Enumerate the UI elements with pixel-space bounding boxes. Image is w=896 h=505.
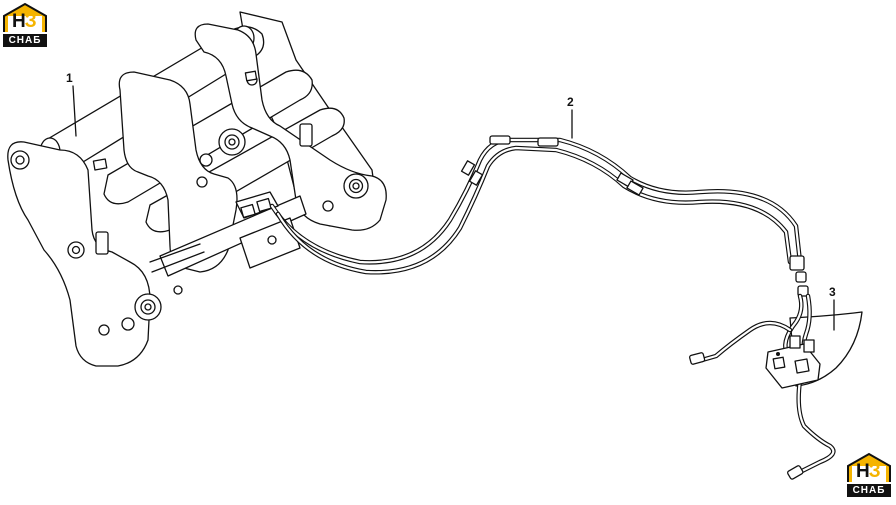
brand-logo-top-left: НЗ СНАБ	[2, 2, 48, 48]
callout-3: 3	[829, 285, 836, 331]
hydraulic-hose-set	[269, 135, 809, 297]
callout-label-1: 1	[66, 71, 73, 85]
quick-coupler-assembly	[7, 11, 387, 367]
callout-1: 1	[66, 71, 77, 137]
callout-label-2: 2	[567, 95, 574, 109]
logo-band-text: СНАБ	[847, 484, 891, 497]
house-roof-icon	[847, 452, 891, 482]
house-roof-icon	[3, 2, 47, 32]
logo-mark: НЗ	[12, 11, 37, 32]
brand-logo-bottom-right: НЗ СНАБ	[846, 452, 892, 498]
callout-label-3: 3	[829, 285, 836, 299]
callout-2: 2	[567, 95, 574, 139]
valve-block-assembly	[689, 293, 863, 480]
logo-mark: НЗ	[856, 461, 881, 482]
logo-band-text: СНАБ	[3, 34, 47, 47]
